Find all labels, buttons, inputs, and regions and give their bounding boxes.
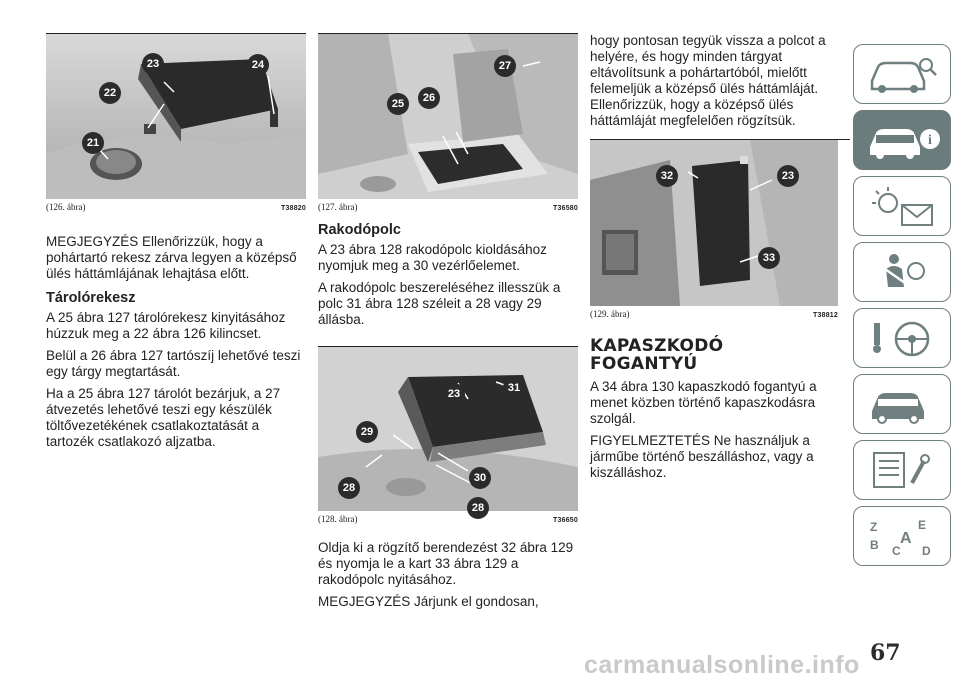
tab-breakdown[interactable] xyxy=(853,374,951,434)
callout-29: 29 xyxy=(356,421,378,443)
paragraph: hogy pontosan tegyük vissza a polcot a h… xyxy=(590,33,826,128)
column-1: 21 22 23 24 (126. ábra) T38820 MEGJEGYZÉ… xyxy=(46,33,306,456)
paragraph: Ha a 25 ábra 127 tárolót bezárjuk, a 27 … xyxy=(46,386,281,449)
svg-text:C: C xyxy=(892,544,901,558)
figure-126: 21 22 23 24 (126. ábra) T38820 xyxy=(46,33,306,214)
svg-text:D: D xyxy=(922,544,931,558)
svg-text:Z: Z xyxy=(870,520,877,534)
section-heading: Tárolórekesz xyxy=(46,290,136,306)
section-heading: Rakodópolc xyxy=(318,222,401,238)
figure-caption: (129. ábra) T38812 xyxy=(590,306,838,321)
callout-28: 28 xyxy=(338,477,360,499)
caption-label: (128. ábra) xyxy=(318,514,358,524)
paragraph: A 23 ábra 128 rakodópolc kioldásához nyo… xyxy=(318,242,547,273)
caption-code: T38812 xyxy=(813,312,838,319)
chapter-sidebar: i xyxy=(853,44,951,572)
svg-text:E: E xyxy=(918,518,926,532)
maintenance-icon xyxy=(873,452,930,488)
watermark: carmanualsonline.info xyxy=(584,651,860,679)
caption-label: (129. ábra) xyxy=(590,309,630,319)
note-paragraph: MEGJEGYZÉS Ellenőrizzük, hogy a pohártar… xyxy=(46,234,297,281)
figure-caption: (128. ábra) T36650 xyxy=(318,511,578,526)
tab-car-overview[interactable] xyxy=(853,44,951,104)
column-2: 25 26 27 (127. ábra) T36580 Rakodópolc A… xyxy=(318,33,578,616)
figure-129: 32 23 33 (129. ábra) T38812 xyxy=(590,139,850,321)
paragraph: A rakodópolc beszereléséhez illesszük a … xyxy=(318,280,561,327)
callout-24: 24 xyxy=(247,54,269,76)
callout-22: 22 xyxy=(99,82,121,104)
tab-warning-lights[interactable] xyxy=(853,176,951,236)
figure-129-image xyxy=(590,140,838,306)
section-heading: KAPASZKODÓ FOGANTYÚ xyxy=(590,337,850,373)
warning-lights-icon xyxy=(872,187,933,226)
car-info-icon: i xyxy=(870,129,940,159)
figure-127-image xyxy=(318,34,578,199)
callout-30: 30 xyxy=(469,467,491,489)
heading-line-1: KAPASZKODÓ xyxy=(590,336,724,356)
callout-31: 31 xyxy=(503,377,525,399)
breakdown-icon xyxy=(872,393,924,424)
callout-28: 28 xyxy=(467,497,489,519)
starting-driving-icon xyxy=(873,321,930,357)
callout-23: 23 xyxy=(142,53,164,75)
svg-text:i: i xyxy=(928,133,932,148)
callout-25: 25 xyxy=(387,93,409,115)
figure-caption: (126. ábra) T38820 xyxy=(46,199,306,214)
figure-caption: (127. ábra) T36580 xyxy=(318,199,578,214)
caption-label: (127. ábra) xyxy=(318,202,358,212)
tab-airbag-safety[interactable] xyxy=(853,242,951,302)
tab-maintenance[interactable] xyxy=(853,440,951,500)
caption-code: T36650 xyxy=(553,517,578,524)
paragraph: A 34 ábra 130 kapaszkodó fogantyú a mene… xyxy=(590,379,817,426)
column-3: hogy pontosan tegyük vissza a polcot a h… xyxy=(590,33,850,487)
caption-code: T38820 xyxy=(281,205,306,212)
heading-line-2: FOGANTYÚ xyxy=(590,354,698,374)
specifications-icon: Z E B C A D xyxy=(870,518,931,558)
tab-car-info[interactable]: i xyxy=(853,110,951,170)
callout-21: 21 xyxy=(82,132,104,154)
callout-26: 26 xyxy=(418,87,440,109)
callout-27: 27 xyxy=(494,55,516,77)
callout-23: 23 xyxy=(777,165,799,187)
svg-text:A: A xyxy=(900,530,912,547)
paragraph: Belül a 26 ábra 127 tartószíj lehetővé t… xyxy=(46,348,301,379)
callout-33: 33 xyxy=(758,247,780,269)
page-number: 67 xyxy=(870,640,901,666)
airbag-safety-icon xyxy=(881,254,925,287)
figure-128: 23 31 29 30 28 28 (128. ábra) T36650 xyxy=(318,346,578,526)
paragraph: MEGJEGYZÉS Járjunk el gondosan, xyxy=(318,594,539,609)
paragraph: FIGYELMEZTETÉS Ne használjuk a járműbe t… xyxy=(590,433,814,480)
tab-starting-driving[interactable] xyxy=(853,308,951,368)
callout-32: 32 xyxy=(656,165,678,187)
paragraph: A 25 ábra 127 tárolórekesz kinyitásához … xyxy=(46,310,286,341)
car-overview-icon xyxy=(870,58,937,93)
callout-23: 23 xyxy=(443,383,465,405)
caption-label: (126. ábra) xyxy=(46,202,86,212)
figure-127: 25 26 27 (127. ábra) T36580 xyxy=(318,33,578,214)
tab-specifications[interactable]: Z E B C A D xyxy=(853,506,951,566)
caption-code: T36580 xyxy=(553,205,578,212)
svg-text:B: B xyxy=(870,538,879,552)
paragraph: Oldja ki a rögzítő berendezést 32 ábra 1… xyxy=(318,540,574,587)
